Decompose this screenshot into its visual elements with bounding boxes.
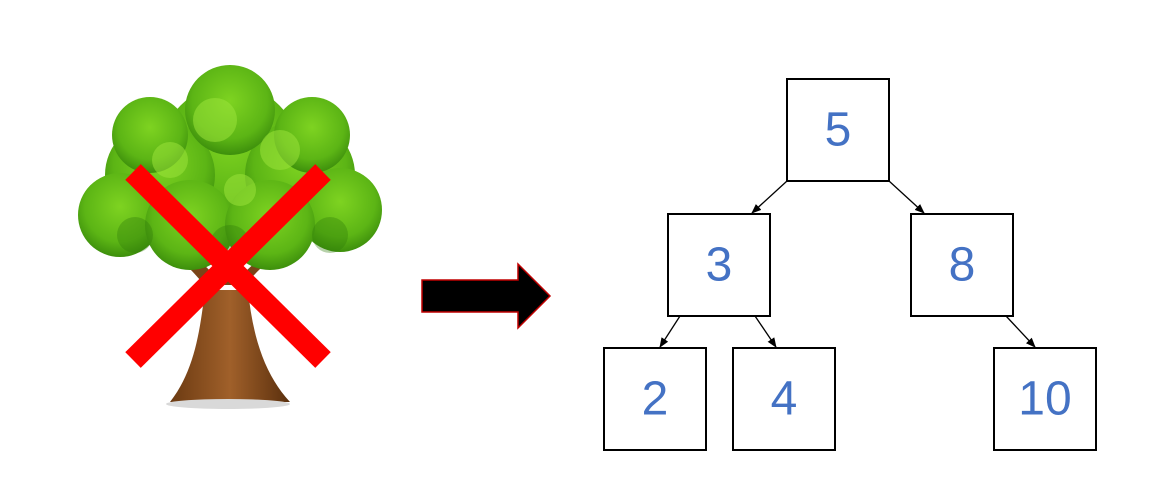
tree-node-value: 2 <box>642 373 669 426</box>
tree-edge-n3-n4 <box>754 315 777 348</box>
tree-edge-n5-n3 <box>751 180 788 214</box>
tree-node-box <box>910 213 1014 317</box>
tree-node-value: 3 <box>706 239 733 292</box>
tree-node-4: 4 <box>732 347 836 451</box>
right-arrow-icon <box>421 262 552 330</box>
cross-mark-icon <box>125 164 331 368</box>
tree-node-box <box>667 213 771 317</box>
tree-node-box <box>732 347 836 451</box>
tree-node-value: 5 <box>825 104 852 157</box>
tree-node-box <box>603 347 707 451</box>
tree-node-3: 3 <box>667 213 771 317</box>
tree-node-8: 8 <box>910 213 1014 317</box>
tree-nodes: 5 3 8 2 4 10 <box>603 78 1097 451</box>
tree-node-box <box>786 78 890 182</box>
tree-node-value: 4 <box>771 373 798 426</box>
tree-edges <box>659 180 1036 348</box>
tree-node-value: 8 <box>949 239 976 292</box>
tree-node-2: 2 <box>603 347 707 451</box>
tree-node-box <box>993 347 1097 451</box>
tree-node-value: 10 <box>1018 373 1071 426</box>
tree-node-10: 10 <box>993 347 1097 451</box>
tree-icon <box>78 65 382 409</box>
tree-edge-n5-n8 <box>888 180 925 214</box>
tree-edge-n3-n2 <box>659 315 681 348</box>
tree-edge-n8-n10 <box>1005 315 1036 348</box>
tree-node-5: 5 <box>786 78 890 182</box>
